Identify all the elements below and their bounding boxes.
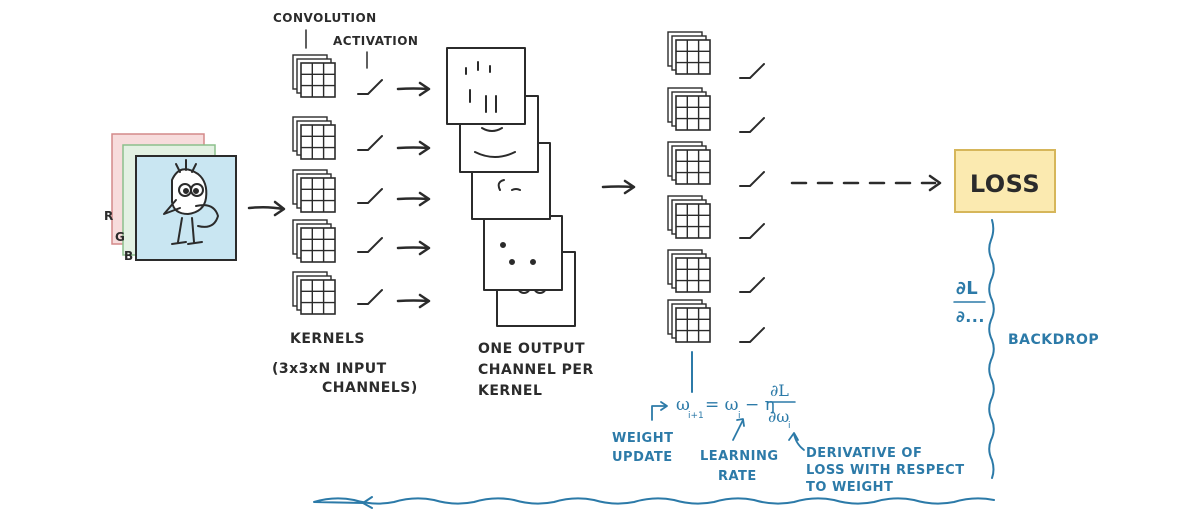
b-label: B bbox=[124, 249, 134, 263]
relu-icon bbox=[357, 188, 383, 204]
formula-den: ∂ω bbox=[768, 407, 789, 426]
formula-den-sub: i bbox=[788, 421, 791, 431]
relu-icon bbox=[357, 289, 383, 305]
output-label-3: KERNEL bbox=[478, 383, 542, 399]
loss-label: LOSS bbox=[970, 170, 1040, 198]
relu-icon bbox=[357, 135, 383, 151]
g-label: G bbox=[115, 230, 125, 244]
formula-num: ∂L bbox=[770, 381, 789, 400]
relu-icon bbox=[739, 171, 765, 187]
activation-label: ACTIVATION bbox=[333, 34, 418, 48]
kernel-icon bbox=[292, 169, 336, 213]
learning-rate-1: LEARNING bbox=[700, 449, 779, 464]
relu-icon bbox=[357, 237, 383, 253]
kernel-icon bbox=[667, 31, 711, 75]
formula-eq-sub: i bbox=[738, 411, 741, 421]
formula-eq: = ω bbox=[705, 395, 739, 415]
loss-box: LOSS bbox=[954, 149, 1056, 213]
arrow-icon bbox=[396, 240, 431, 256]
kernels-sub-1: (3x3xN INPUT bbox=[272, 361, 387, 377]
kernel-icon bbox=[667, 299, 711, 343]
output-label-1: ONE OUTPUT bbox=[478, 341, 585, 357]
learning-rate-pointer bbox=[732, 419, 744, 441]
derivative-3: TO WEIGHT bbox=[806, 480, 893, 495]
derivative-pointer bbox=[793, 433, 805, 451]
arrow-to-loss bbox=[790, 174, 942, 192]
formula-lhs: ω bbox=[676, 395, 690, 415]
dl-bottom: ∂... bbox=[956, 307, 985, 326]
kernels-sub-2: CHANNELS) bbox=[322, 380, 418, 396]
arrow-icon bbox=[396, 81, 431, 97]
formula-lhs-sub: i+1 bbox=[688, 411, 704, 421]
kernel-icon bbox=[667, 141, 711, 185]
kernel-icon bbox=[667, 249, 711, 293]
weight-update-2: UPDATE bbox=[612, 450, 673, 465]
derivative-2: LOSS WITH RESPECT bbox=[806, 463, 965, 478]
convolution-label: CONVOLUTION bbox=[273, 11, 377, 25]
relu-icon bbox=[739, 277, 765, 293]
kernel-icon bbox=[667, 87, 711, 131]
weight-update-pointer bbox=[651, 405, 667, 421]
derivative-1: DERIVATIVE OF bbox=[806, 446, 922, 461]
arrow-maps-to-layer2 bbox=[601, 179, 636, 195]
relu-icon bbox=[357, 79, 383, 95]
kernel-icon bbox=[667, 195, 711, 239]
kernel-icon bbox=[292, 219, 336, 263]
formula-minus: − η bbox=[745, 395, 775, 415]
learning-rate-2: RATE bbox=[718, 469, 757, 484]
weight-update-1: WEIGHT bbox=[612, 431, 673, 446]
weight-update-formula: ω i+1 = ω i − η ∂L ∂ω i bbox=[676, 351, 796, 431]
arrow-icon bbox=[396, 140, 431, 156]
input-image-stack: R G B bbox=[104, 133, 237, 263]
feature-maps bbox=[446, 47, 576, 327]
bird-icon bbox=[163, 159, 219, 245]
kernels-column-2 bbox=[667, 31, 765, 343]
kernels-label: KERNELS bbox=[290, 331, 365, 347]
arrow-icon bbox=[396, 191, 431, 207]
backdrop-label: BACKDROP bbox=[1008, 332, 1099, 348]
dl-top: ∂L bbox=[956, 278, 978, 299]
relu-icon bbox=[739, 223, 765, 239]
r-label: R bbox=[104, 209, 114, 223]
relu-icon bbox=[739, 327, 765, 343]
arrow-icon bbox=[396, 293, 431, 309]
relu-icon bbox=[739, 63, 765, 79]
backprop-path bbox=[313, 219, 995, 509]
kernel-icon bbox=[292, 271, 336, 315]
kernels-column bbox=[292, 54, 431, 315]
relu-icon bbox=[739, 117, 765, 133]
arrow-input-to-kernels bbox=[247, 200, 286, 217]
kernel-icon bbox=[292, 116, 336, 160]
output-label-2: CHANNEL PER bbox=[478, 362, 594, 378]
kernel-icon bbox=[292, 54, 336, 98]
